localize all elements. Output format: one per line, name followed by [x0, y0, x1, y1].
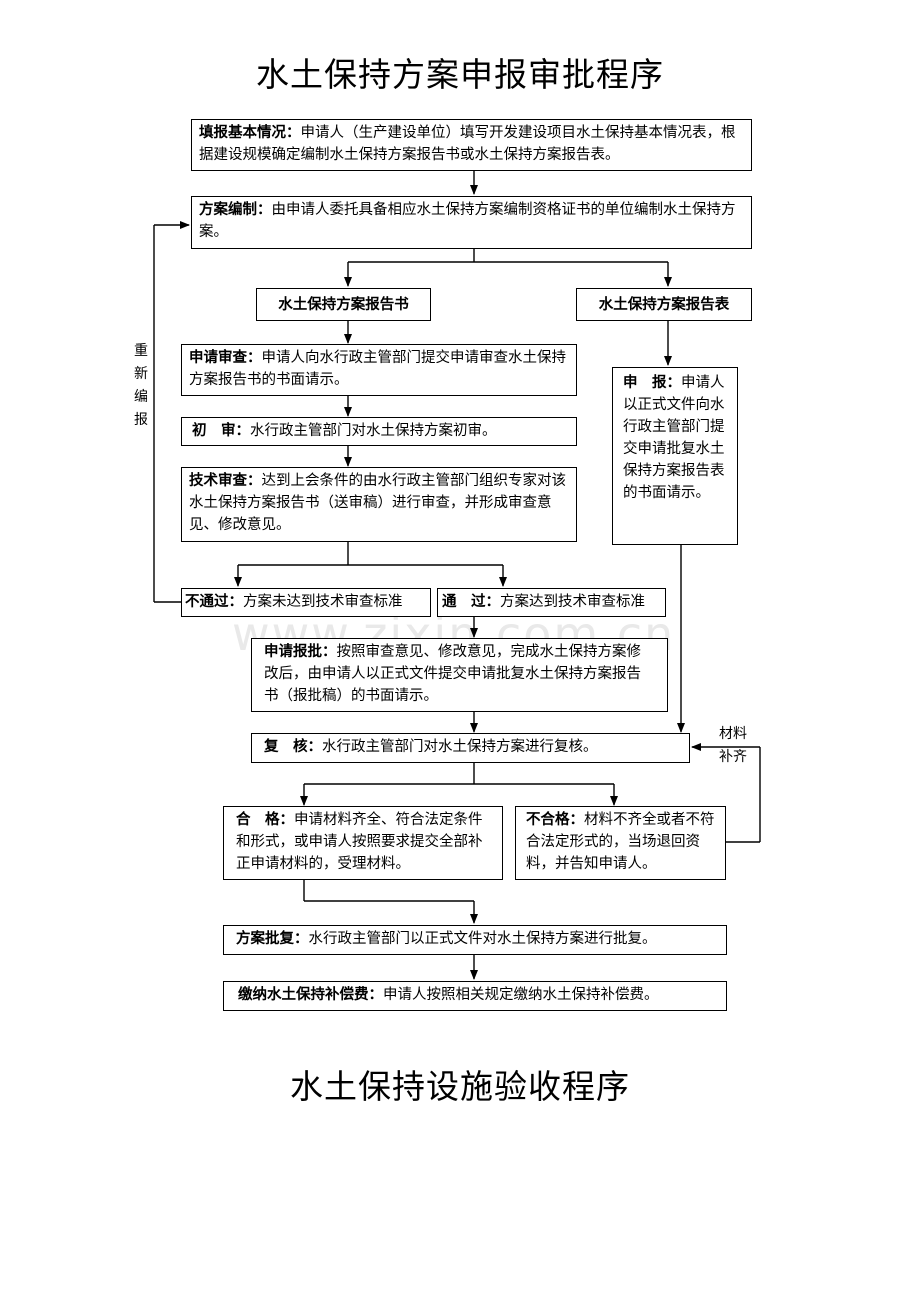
- step-first-review-text: 水行政主管部门对水土保持方案初审。: [250, 423, 497, 439]
- reedit-char: 重: [134, 343, 148, 359]
- step-recheck-text: 水行政主管部门对水土保持方案进行复核。: [322, 739, 598, 755]
- step-unqualified-text: 材料不齐全或者不符合法定形式的，当场退回资料，并告知申请人。: [526, 812, 715, 872]
- step-pass-head: 通 过：: [442, 593, 500, 610]
- reedit-label: 重 新 编 报: [131, 340, 151, 432]
- page-title: 水土保持方案申报审批程序: [256, 55, 664, 94]
- step-apply-review: 申请审查：申请人向水行政主管部门提交申请审查水土保持方案报告书的书面请示。: [181, 344, 577, 396]
- step-first-review-head: 初 审：: [192, 422, 250, 439]
- step-fill-info-text: 申请人（生产建设单位）填写开发建设项目水土保持基本情况表，根据建设规模确定编制水…: [199, 125, 736, 163]
- step-recheck-head: 复 核：: [264, 738, 322, 755]
- step-plan-compile: 方案编制：由申请人委托具备相应水土保持方案编制资格证书的单位编制水土保持方案。: [191, 196, 752, 249]
- step-tech-review-head: 技术审查：: [189, 472, 262, 489]
- step-qualified: 合 格：申请材料齐全、符合法定条件和形式，或申请人按照要求提交全部补正申请材料的…: [223, 806, 503, 880]
- step-report-form: 水土保持方案报告表: [576, 288, 752, 321]
- step-report-book: 水土保持方案报告书: [256, 288, 431, 321]
- step-recheck: 复 核：水行政主管部门对水土保持方案进行复核。: [251, 733, 690, 763]
- step-declare: 申 报：申请人以正式文件向水行政主管部门提交申请批复水土保持方案报告表的书面请示…: [612, 367, 738, 545]
- step-apply-approval: 申请报批：按照审查意见、修改意见，完成水土保持方案修改后，由申请人以正式文件提交…: [251, 638, 668, 712]
- reedit-char: 报: [134, 412, 148, 428]
- step-declare-head: 申 报：: [623, 374, 681, 391]
- step-report-form-head: 水土保持方案报告表: [598, 296, 730, 313]
- step-pay-head: 缴纳水土保持补偿费：: [238, 986, 383, 1003]
- step-unqualified: 不合格：材料不齐全或者不符合法定形式的，当场退回资料，并告知申请人。: [515, 806, 726, 880]
- step-apply-review-head: 申请审查：: [189, 349, 262, 366]
- material-label-line1: 材料: [719, 726, 747, 742]
- step-pay-text: 申请人按照相关规定缴纳水土保持补偿费。: [383, 987, 659, 1003]
- material-label: 材料 补齐: [719, 723, 747, 769]
- step-report-book-head: 水土保持方案报告书: [278, 296, 409, 313]
- step-qualified-text: 申请材料齐全、符合法定条件和形式，或申请人按照要求提交全部补正申请材料的，受理材…: [236, 812, 483, 872]
- step-apply-approval-text: 按照审查意见、修改意见，完成水土保持方案修改后，由申请人以正式文件提交申请批复水…: [264, 644, 641, 704]
- step-not-pass: 不通过：方案未达到技术审查标准: [181, 588, 431, 617]
- step-approve-text: 水行政主管部门以正式文件对水土保持方案进行批复。: [308, 931, 657, 947]
- material-label-line2: 补齐: [719, 749, 747, 765]
- step-apply-approval-head: 申请报批：: [264, 643, 337, 660]
- reedit-char: 新: [134, 366, 148, 382]
- step-unqualified-head: 不合格：: [526, 811, 584, 828]
- section-title: 水土保持设施验收程序: [290, 1067, 630, 1106]
- step-plan-compile-head: 方案编制：: [199, 201, 272, 218]
- step-apply-review-text: 申请人向水行政主管部门提交申请审查水土保持方案报告书的书面请示。: [189, 350, 566, 388]
- step-qualified-head: 合 格：: [236, 811, 294, 828]
- reedit-char: 编: [134, 389, 148, 405]
- step-first-review: 初 审：水行政主管部门对水土保持方案初审。: [181, 417, 577, 446]
- step-approve: 方案批复：水行政主管部门以正式文件对水土保持方案进行批复。: [223, 925, 727, 955]
- step-tech-review-text: 达到上会条件的由水行政主管部门组织专家对该水土保持方案报告书（送审稿）进行审查，…: [189, 473, 566, 533]
- step-pay: 缴纳水土保持补偿费：申请人按照相关规定缴纳水土保持补偿费。: [223, 981, 727, 1011]
- step-plan-compile-text: 由申请人委托具备相应水土保持方案编制资格证书的单位编制水土保持方案。: [199, 202, 736, 240]
- step-not-pass-text: 方案未达到技术审查标准: [243, 594, 403, 610]
- step-not-pass-head: 不通过：: [185, 593, 243, 610]
- step-fill-info-head: 填报基本情况：: [199, 124, 301, 141]
- step-pass: 通 过：方案达到技术审查标准: [437, 588, 666, 617]
- step-approve-head: 方案批复：: [236, 930, 309, 947]
- step-fill-info: 填报基本情况：申请人（生产建设单位）填写开发建设项目水土保持基本情况表，根据建设…: [191, 119, 752, 171]
- step-pass-text: 方案达到技术审查标准: [500, 594, 645, 610]
- step-tech-review: 技术审查：达到上会条件的由水行政主管部门组织专家对该水土保持方案报告书（送审稿）…: [181, 467, 577, 542]
- step-declare-text: 申请人以正式文件向水行政主管部门提交申请批复水土保持方案报告表的书面请示。: [623, 375, 725, 501]
